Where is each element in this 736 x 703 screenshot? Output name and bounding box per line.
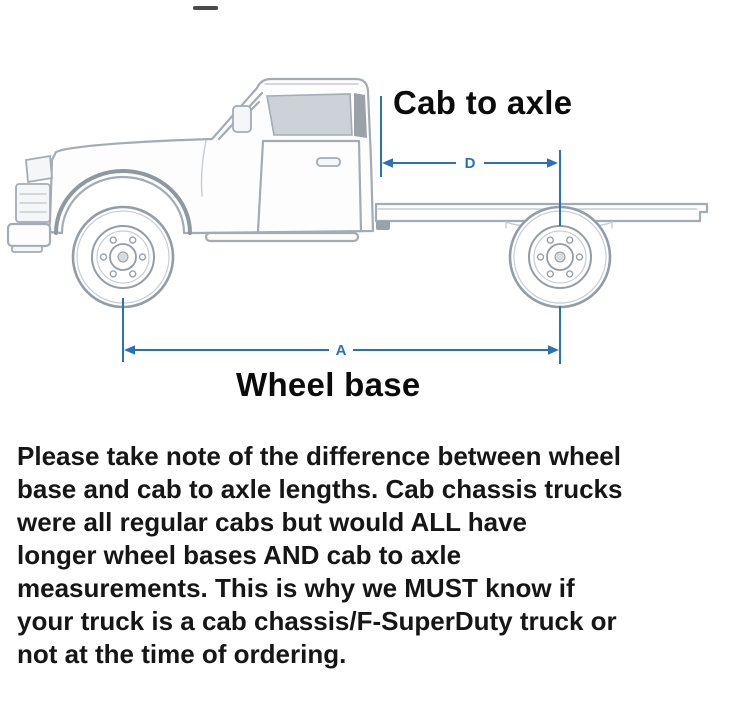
front-bumper [6, 222, 52, 248]
cab-to-axle-label: Cab to axle [393, 84, 573, 121]
truck-cab [6, 77, 375, 253]
note-line: your truck is a cab chassis/F-SuperDuty … [17, 606, 617, 636]
wheelbase-dimension: A [122, 298, 559, 362]
note-line: longer wheel bases AND cab to axle [17, 540, 462, 570]
dimension-a-label: A [336, 342, 347, 359]
note-line: base and cab to axle lengths. Cab chassi… [17, 474, 623, 504]
front-wheel [71, 205, 175, 309]
cab-to-axle-dimension: D [380, 96, 561, 364]
headlight [25, 154, 53, 184]
door-window [266, 93, 353, 136]
front-fender-lip [54, 169, 192, 235]
truck-illustration: D A [6, 77, 709, 364]
running-board [204, 231, 360, 243]
side-mirror [232, 105, 252, 133]
top-edge-mark [193, 6, 218, 10]
note-line: Please take note of the difference betwe… [17, 441, 621, 471]
note-line: not at the time of ordering. [17, 639, 347, 669]
dimension-d-label: D [465, 155, 476, 172]
wheel-base-label: Wheel base [236, 366, 421, 403]
truck-diagram: D A Cab to axle Wheel base [6, 77, 709, 403]
note-line: measurements. This is why we MUST know i… [17, 573, 575, 603]
note-paragraph: Please take note of the difference betwe… [17, 440, 729, 671]
quarter-pillar [354, 93, 367, 138]
note-line: were all regular cabs but would ALL have [17, 507, 528, 537]
door-handle [316, 157, 341, 167]
